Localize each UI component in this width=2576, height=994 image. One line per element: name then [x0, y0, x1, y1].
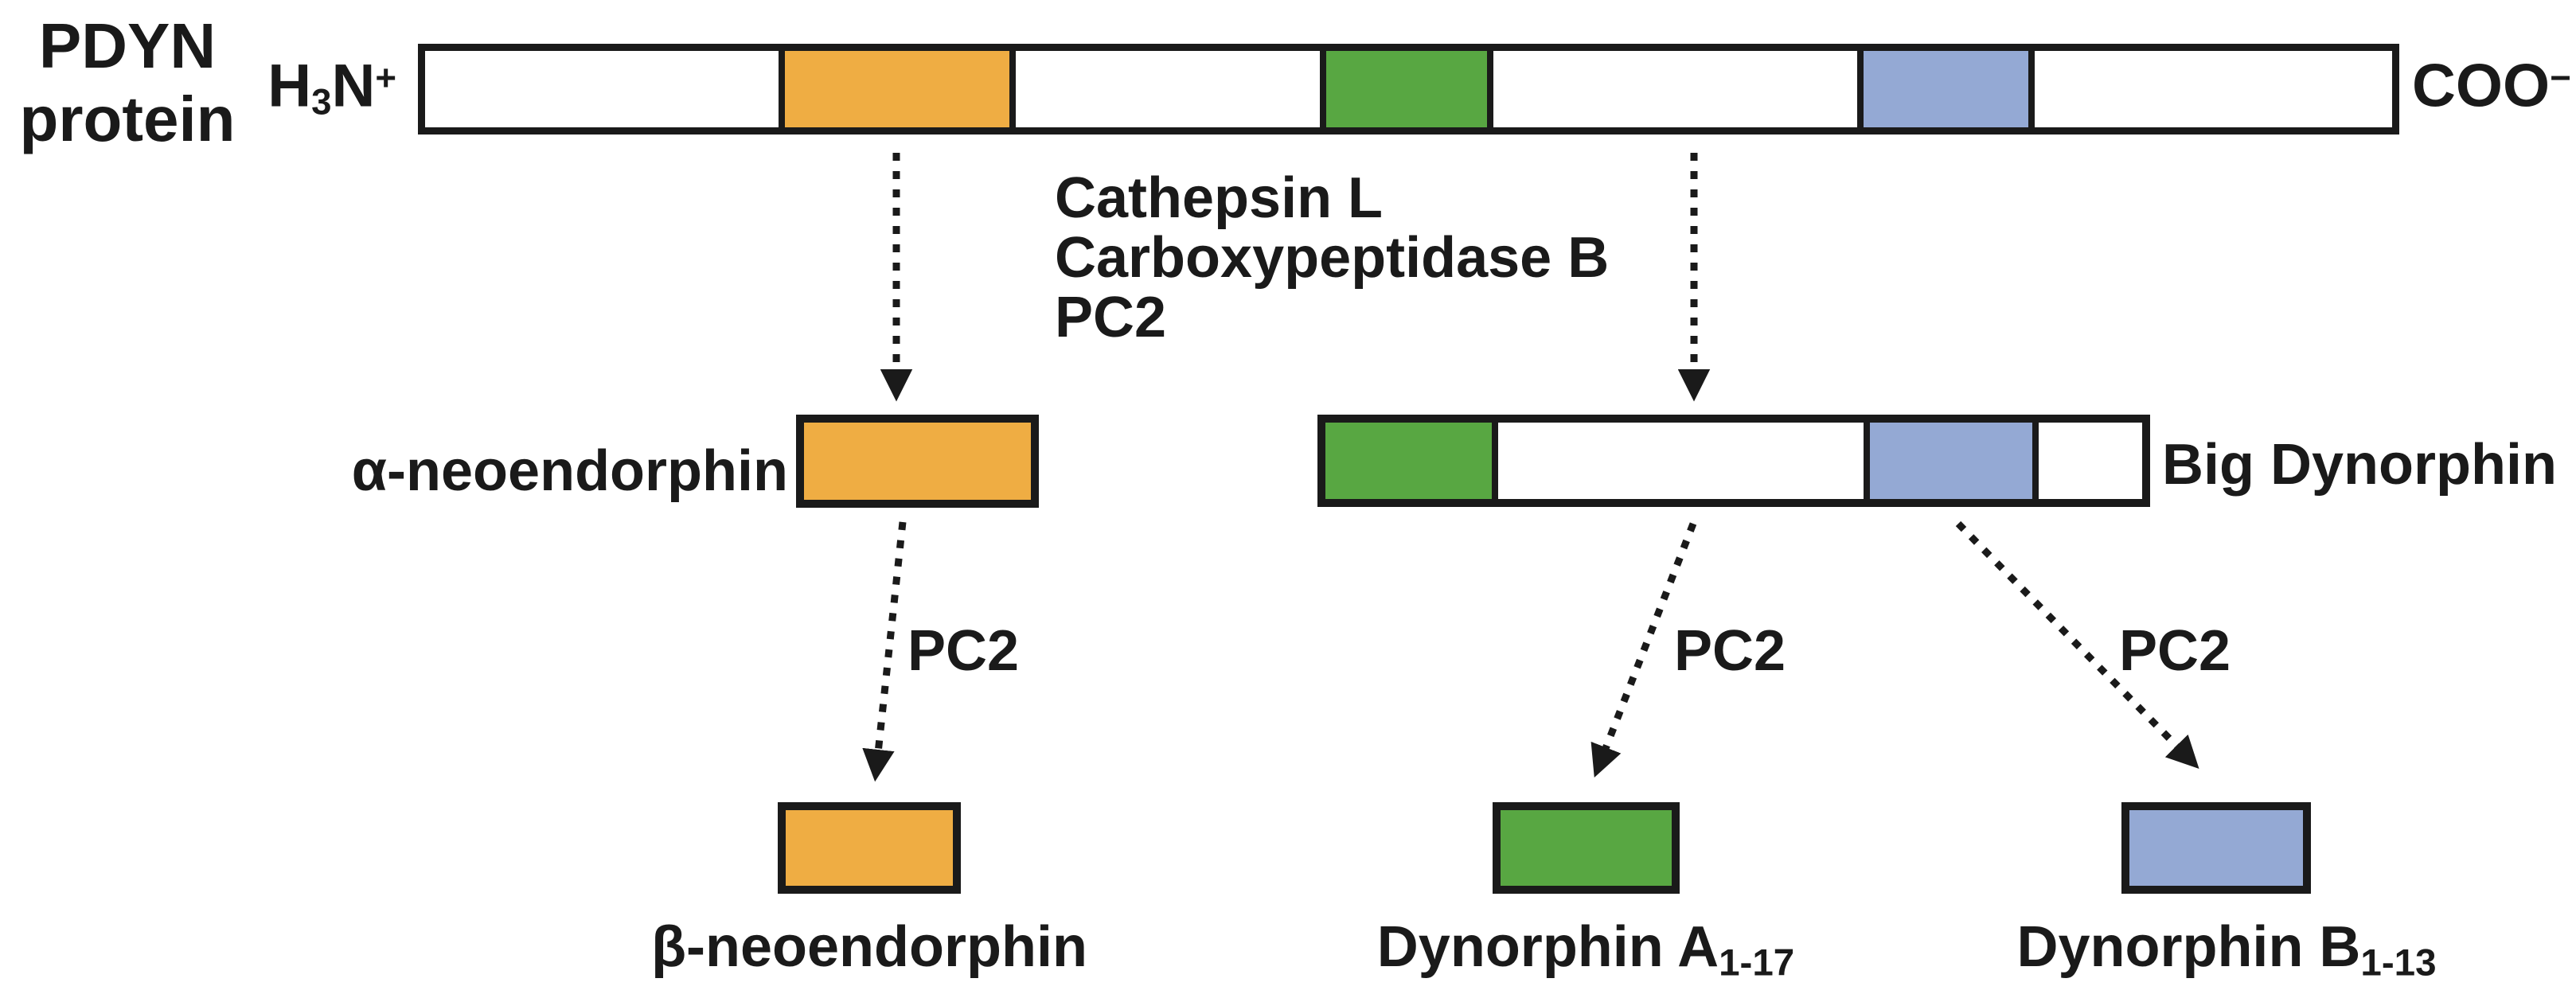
- n-terminus-h: H: [267, 52, 312, 120]
- big-dynorphin-label: Big Dynorphin: [2162, 433, 2557, 497]
- alpha-neoendorphin-box: [796, 415, 1039, 508]
- precursor-segment-dynorphin-b: [1857, 51, 2035, 127]
- big-dynorphin-segment-dynorphin-a: [1325, 423, 1498, 499]
- arrow-alpha-to-beta-neoendorphin: [862, 521, 907, 782]
- n-terminus-3: 3: [311, 81, 332, 123]
- pc2-label-left: PC2: [907, 619, 1020, 683]
- dynorphin-b-box: [2121, 802, 2311, 894]
- alpha-neoendorphin-label: α-neoendorphin: [351, 439, 788, 503]
- c-terminus-label: COO−: [2412, 40, 2571, 125]
- precursor-segment-dynorphin-a: [1320, 51, 1493, 127]
- c-terminus-coo: COO: [2412, 52, 2551, 120]
- dynorphin-b-label: Dynorphin B1-13: [1988, 918, 2465, 992]
- dynorphin-b-name: Dynorphin B: [2016, 915, 2361, 979]
- title-line-1: PDYN: [38, 10, 217, 81]
- dynorphin-a-subscript: 1-17: [1719, 941, 1795, 984]
- pc2-label-middle: PC2: [1674, 619, 1786, 683]
- step1-enzyme-list: Cathepsin L Carboxypeptidase B PC2: [1055, 169, 1609, 348]
- dynorphin-b-subscript: 1-13: [2360, 941, 2437, 984]
- beta-neoendorphin-box: [778, 802, 961, 894]
- enzyme-carboxypeptidase-b: Carboxypeptidase B: [1055, 226, 1610, 290]
- diagram-title: PDYN protein: [16, 10, 239, 156]
- dynorphin-a-name: Dynorphin A: [1376, 915, 1719, 979]
- dynorphin-a-box: [1493, 802, 1680, 894]
- n-terminus-label: H3N+: [267, 40, 396, 141]
- title-line-2: protein: [19, 84, 236, 154]
- big-dynorphin-segment-dynorphin-b: [1864, 423, 2039, 499]
- pdyn-precursor-bar: [418, 44, 2399, 134]
- n-terminus-n: N: [331, 52, 376, 120]
- n-terminus-plus: +: [375, 57, 396, 98]
- enzyme-cathepsin-l: Cathepsin L: [1055, 166, 1384, 230]
- dynorphin-a-label: Dynorphin A1-17: [1347, 918, 1825, 992]
- pc2-label-right: PC2: [2119, 619, 2231, 683]
- c-terminus-minus: −: [2550, 57, 2571, 98]
- enzyme-pc2: PC2: [1055, 286, 1167, 349]
- beta-neoendorphin-label: β-neoendorphin: [651, 915, 1087, 979]
- big-dynorphin-bar: [1317, 415, 2150, 507]
- precursor-segment-alpha-neoendorphin: [779, 51, 1016, 127]
